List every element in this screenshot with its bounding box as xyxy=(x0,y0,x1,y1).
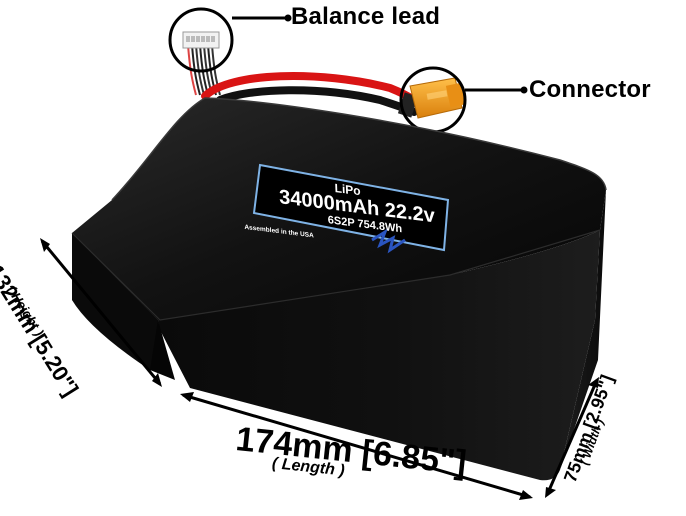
width-dimension-line xyxy=(545,377,599,498)
battery-body xyxy=(71,97,607,481)
balance-callout-dot xyxy=(284,14,292,22)
connector-callout-label: Connector xyxy=(529,76,651,103)
balance-callout-circle xyxy=(168,7,234,73)
connector-callout-dot xyxy=(520,86,528,94)
xt-connector xyxy=(397,77,467,119)
brand-logo xyxy=(371,228,406,254)
length-dimension-line xyxy=(180,392,533,500)
battery-label-panel xyxy=(252,163,450,254)
balance-plug xyxy=(182,31,220,49)
balance-lead-callout-label: Balance lead xyxy=(291,3,441,30)
balance-lead-wires xyxy=(187,44,221,96)
height-dimension-line xyxy=(40,238,162,387)
